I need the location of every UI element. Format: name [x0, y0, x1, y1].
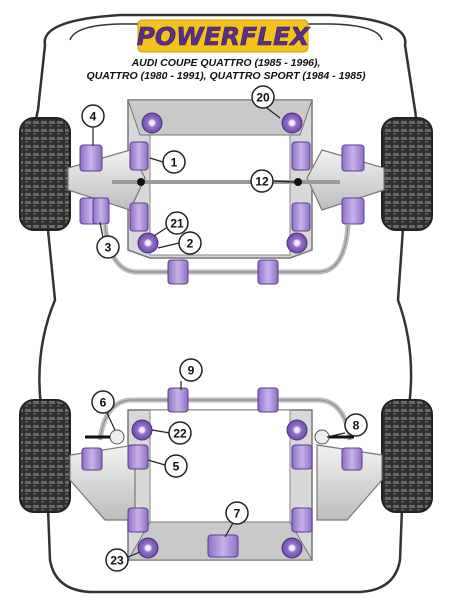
callout-3: 3	[96, 235, 120, 259]
svg-text:2: 2	[187, 237, 194, 251]
svg-text:1: 1	[171, 156, 178, 170]
svg-text:20: 20	[256, 91, 270, 105]
tyre-front-left	[19, 117, 71, 231]
powerflex-logo: POWERFLEX	[136, 19, 312, 53]
tyre-rear-left	[19, 399, 71, 513]
callout-22: 22	[168, 421, 192, 445]
svg-text:22: 22	[173, 427, 187, 441]
svg-text:23: 23	[110, 554, 124, 568]
svg-text:9: 9	[188, 364, 195, 378]
callout-2: 2	[178, 231, 202, 255]
callout-20: 20	[251, 85, 275, 109]
svg-text:6: 6	[100, 396, 107, 410]
callout-9: 9	[179, 358, 203, 382]
tyre-rear-right	[381, 399, 433, 513]
callout-12: 12	[250, 169, 274, 193]
svg-text:7: 7	[234, 507, 241, 521]
rear-bush-group	[81, 387, 363, 558]
logo-text: POWERFLEX	[137, 22, 312, 51]
svg-text:3: 3	[105, 241, 112, 255]
front-round-bushes	[137, 112, 308, 254]
callout-21: 21	[165, 211, 189, 235]
rear-right-trailing-arm	[316, 444, 383, 521]
front-bush-group	[79, 141, 365, 285]
callout-8: 8	[344, 413, 368, 437]
title-line-1: AUDI COUPE QUATTRO (1985 - 1996),	[131, 57, 321, 69]
callout-4: 4	[81, 104, 105, 128]
callout-7: 7	[225, 501, 249, 525]
rear-round-bushes	[85, 419, 354, 559]
title-line-2: QUATTRO (1980 - 1991), QUATTRO SPORT (19…	[87, 70, 366, 82]
svg-text:21: 21	[170, 217, 184, 231]
tyre-front-right	[381, 117, 433, 231]
svg-text:4: 4	[90, 110, 97, 124]
callout-5: 5	[164, 454, 188, 478]
callout-23: 23	[105, 548, 129, 572]
front-right-lower-arm	[306, 149, 385, 211]
callout-1: 1	[162, 150, 186, 174]
callout-6: 6	[91, 390, 115, 414]
svg-text:8: 8	[353, 419, 360, 433]
svg-text:12: 12	[255, 175, 269, 189]
svg-text:5: 5	[173, 460, 180, 474]
